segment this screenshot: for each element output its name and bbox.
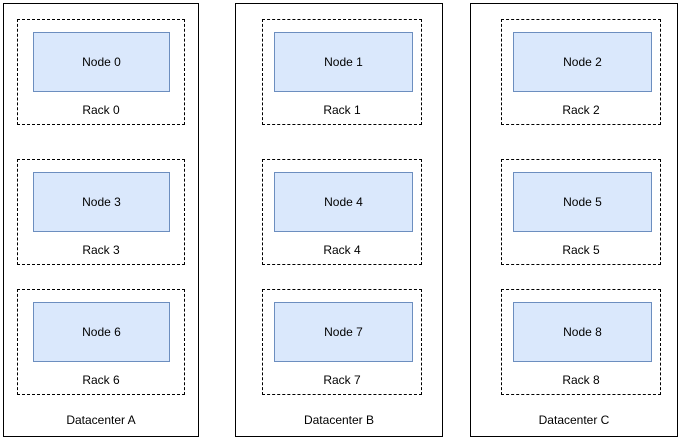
node-label: Node 0 <box>82 55 121 69</box>
node-box-5[interactable]: Node 5 <box>513 172 652 232</box>
node-box-4[interactable]: Node 4 <box>274 172 413 232</box>
rack-label: Rack 4 <box>323 243 361 257</box>
datacenter-label: Datacenter A <box>66 413 136 427</box>
datacenter-container-a[interactable]: Node 0 Rack 0 Node 3 Rack 3 Node 6 Rack … <box>3 3 199 437</box>
rack-label: Rack 7 <box>323 373 361 387</box>
rack-label: Rack 1 <box>323 103 361 117</box>
node-label: Node 3 <box>82 195 121 209</box>
datacenter-container-b[interactable]: Node 1 Rack 1 Node 4 Rack 4 Node 7 Rack … <box>235 3 443 437</box>
rack-container-3[interactable]: Node 3 Rack 3 <box>17 159 185 265</box>
node-box-0[interactable]: Node 0 <box>33 32 170 92</box>
rack-label: Rack 0 <box>82 103 120 117</box>
rack-container-0[interactable]: Node 0 Rack 0 <box>17 19 185 125</box>
rack-label: Rack 8 <box>562 373 600 387</box>
rack-label: Rack 5 <box>562 243 600 257</box>
datacenter-container-c[interactable]: Node 2 Rack 2 Node 5 Rack 5 Node 8 Rack … <box>470 3 678 437</box>
rack-label: Rack 2 <box>562 103 600 117</box>
node-box-7[interactable]: Node 7 <box>274 302 413 362</box>
rack-label: Rack 3 <box>82 243 120 257</box>
node-label: Node 7 <box>324 325 363 339</box>
node-box-6[interactable]: Node 6 <box>33 302 170 362</box>
rack-container-4[interactable]: Node 4 Rack 4 <box>262 159 422 265</box>
node-label: Node 2 <box>563 55 602 69</box>
node-box-3[interactable]: Node 3 <box>33 172 170 232</box>
datacenter-label: Datacenter B <box>303 413 375 427</box>
node-label: Node 1 <box>324 55 363 69</box>
datacenter-label: Datacenter C <box>538 413 610 427</box>
rack-container-6[interactable]: Node 6 Rack 6 <box>17 289 185 395</box>
node-label: Node 6 <box>82 325 121 339</box>
rack-container-2[interactable]: Node 2 Rack 2 <box>501 19 661 125</box>
node-label: Node 4 <box>324 195 363 209</box>
node-box-2[interactable]: Node 2 <box>513 32 652 92</box>
rack-container-5[interactable]: Node 5 Rack 5 <box>501 159 661 265</box>
rack-container-1[interactable]: Node 1 Rack 1 <box>262 19 422 125</box>
node-box-1[interactable]: Node 1 <box>274 32 413 92</box>
rack-container-8[interactable]: Node 8 Rack 8 <box>501 289 661 395</box>
node-box-8[interactable]: Node 8 <box>513 302 652 362</box>
node-label: Node 5 <box>563 195 602 209</box>
rack-label: Rack 6 <box>82 373 120 387</box>
rack-container-7[interactable]: Node 7 Rack 7 <box>262 289 422 395</box>
node-label: Node 8 <box>563 325 602 339</box>
